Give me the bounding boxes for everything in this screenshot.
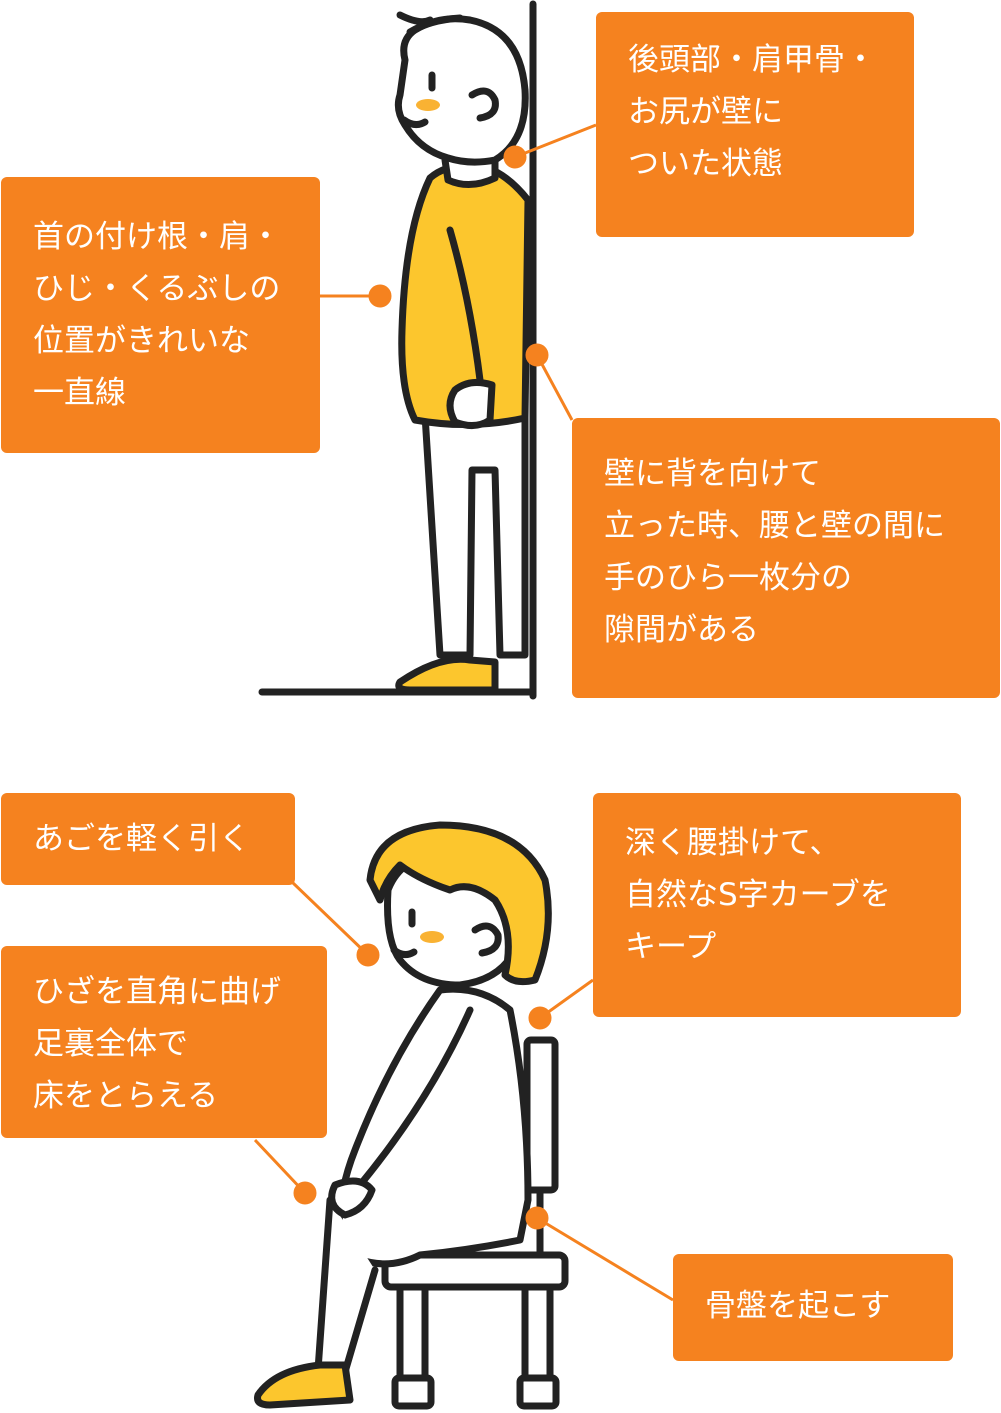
label-back-contact: 後頭部・肩甲骨・ お尻が壁に ついた状態 [596, 12, 914, 237]
dot-s-curve [528, 1006, 552, 1030]
sitting-shoe [254, 1361, 354, 1409]
chair-back [523, 1036, 559, 1194]
chair-seat [381, 1251, 569, 1291]
label-pelvis: 骨盤を起こす [673, 1254, 953, 1361]
label-lumbar-gap: 壁に背を向けて 立った時、腰と壁の間に 手のひら一枚分の 隙間がある [572, 418, 1000, 698]
dot-back-contact [503, 145, 527, 169]
dot-alignment [368, 284, 392, 308]
sitting-cheek [420, 931, 444, 943]
leader-chin [290, 880, 370, 957]
standing-legs [421, 396, 529, 659]
standing-hand [446, 378, 496, 429]
standing-figure [258, 0, 537, 700]
dot-lumbar-gap [525, 343, 549, 367]
leader-back-contact [514, 123, 597, 159]
sitting-ear [471, 922, 502, 957]
sitting-figure [254, 821, 569, 1410]
sitting-body [335, 985, 532, 1268]
chair-foot-back [516, 1374, 560, 1410]
leader-lumbar-gap [535, 354, 574, 421]
dot-chin [356, 943, 380, 967]
standing-hair [396, 11, 464, 36]
chair-foot-front [391, 1374, 435, 1410]
sitting-mouth [390, 946, 418, 959]
standing-ear [468, 87, 499, 122]
leader-pelvis [536, 1216, 674, 1302]
label-knees: ひざを直角に曲げ 足裏全体で 床をとらえる [1, 946, 327, 1138]
standing-shoe [395, 655, 499, 694]
standing-mouth [400, 116, 429, 129]
sitting-hair [366, 821, 552, 986]
sitting-arm [356, 1006, 474, 1189]
label-chin: あごを軽く引く [1, 793, 295, 885]
label-s-curve: 深く腰掛けて、 自然なS字カーブを キープ [593, 793, 961, 1017]
leader-knees [253, 1138, 307, 1195]
dot-pelvis [525, 1206, 549, 1230]
sitting-hand [328, 1177, 376, 1219]
standing-arm [446, 226, 484, 384]
label-alignment: 首の付け根・肩・ ひじ・くるぶしの 位置がきれいな 一直線 [1, 177, 320, 453]
standing-head [394, 15, 529, 166]
dot-knees [293, 1181, 317, 1205]
standing-cheek [416, 99, 440, 111]
